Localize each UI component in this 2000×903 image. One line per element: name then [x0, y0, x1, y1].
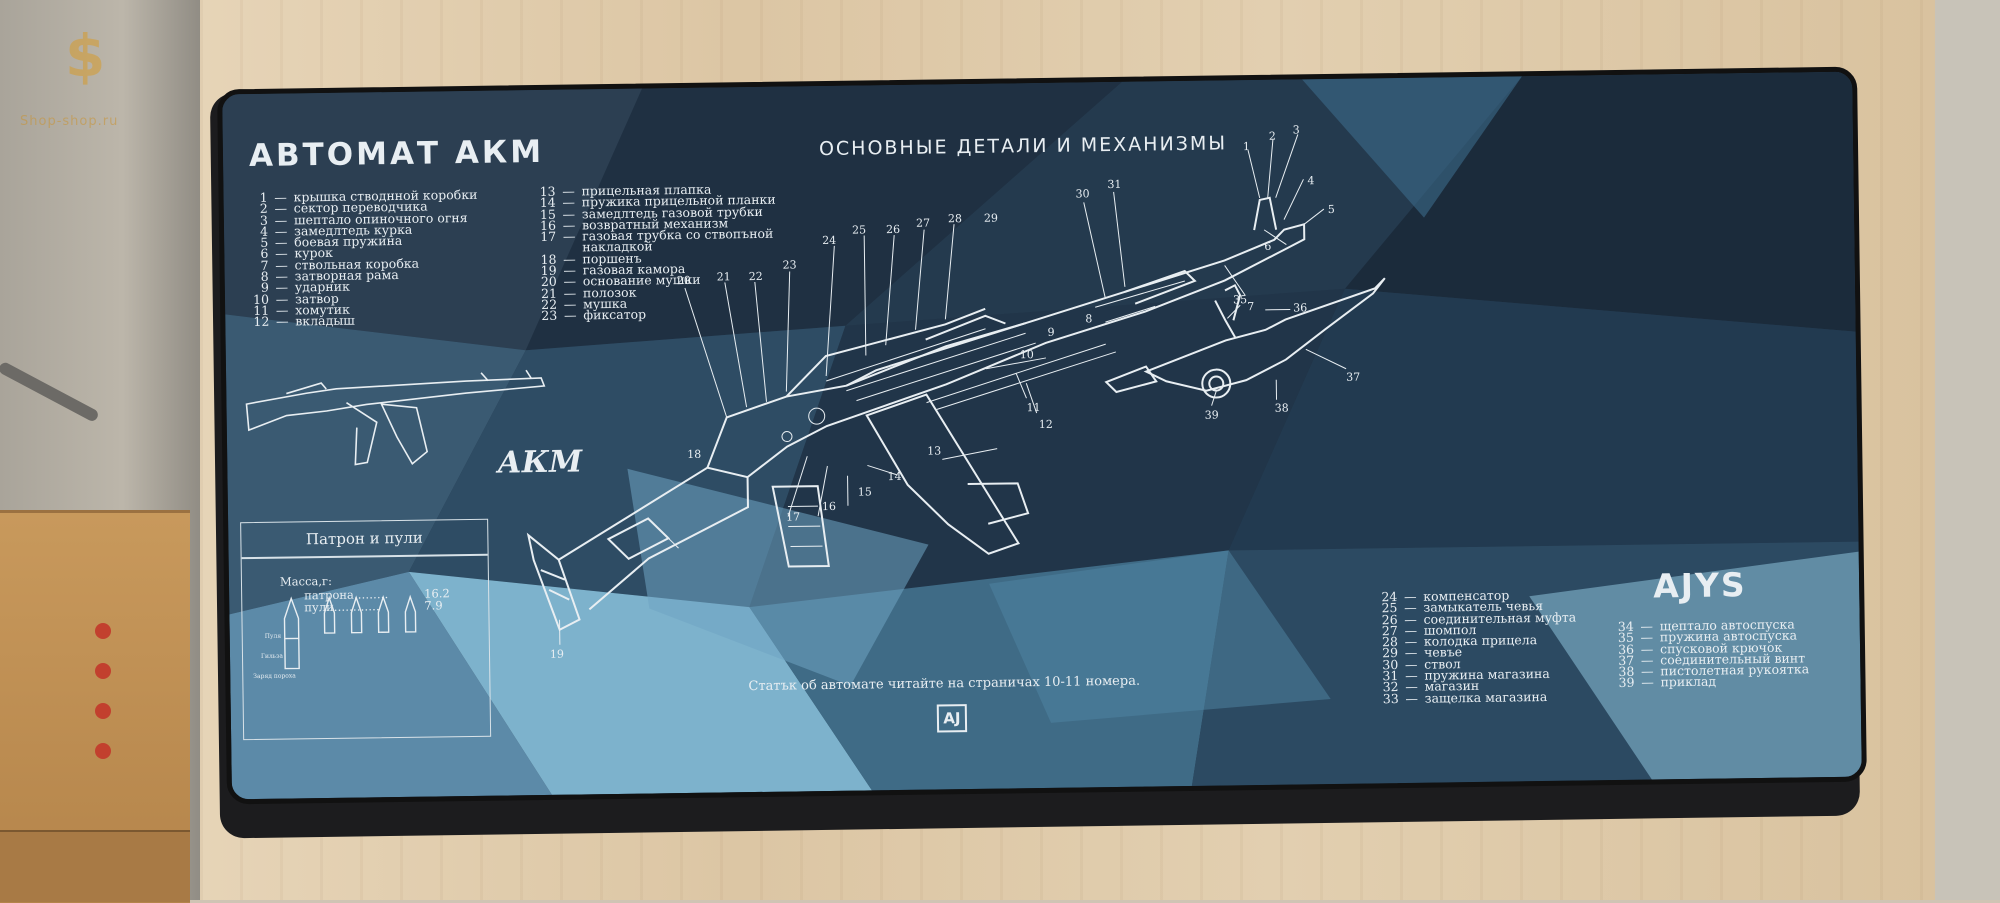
callout-number: 27: [915, 216, 931, 230]
callout-number: 3: [1292, 123, 1300, 137]
callout-number: 37: [1346, 370, 1361, 384]
legend-row: 17—газовая трубка со ствопъной: [540, 225, 774, 245]
mouse-pad: АВТОМАТ АКМ ОСНОВНЫЕ ДЕТАЛИ И МЕХАНИЗМЫ …: [217, 66, 1867, 805]
shopping-bag-icon: $: [65, 22, 106, 90]
callout-number: 28: [947, 212, 963, 226]
part-label: Заряд пороха: [253, 672, 296, 681]
callout-number: 19: [549, 647, 565, 661]
box-print-dot: [95, 663, 111, 679]
bullets-drawing: [283, 594, 417, 670]
geometric-background: [222, 71, 1862, 800]
callout-number: 23: [782, 258, 797, 272]
callout-number: 22: [748, 269, 763, 284]
legend-column-4: 34—щептало автоспуска 35—пружина автоспу…: [1618, 617, 1810, 691]
callout-number: 30: [1075, 187, 1090, 201]
cardboard-box-lower: [0, 830, 190, 902]
callout-number: 20: [676, 273, 691, 288]
callout-number: 17: [786, 510, 801, 524]
cartridge-panel: Патрон и пули Масса,г: патрона……… 16.2 п…: [240, 518, 492, 741]
callout-number: 13: [927, 444, 942, 458]
callout-number: 31: [1107, 177, 1122, 192]
callout-number: 5: [1327, 202, 1335, 216]
watermark: $ Shop-shop.ru: [20, 22, 170, 142]
callout-lines: [559, 134, 1347, 645]
callout-number: 26: [886, 222, 901, 237]
divider: [241, 553, 488, 559]
part-label: Пуля: [264, 632, 282, 640]
callout-number: 8: [1085, 312, 1093, 326]
callout-number: 12: [1038, 417, 1053, 432]
mass-row-label: пули…………: [304, 599, 380, 615]
callout-number: 11: [1026, 401, 1041, 415]
mass-label: Масса,г:: [279, 573, 332, 589]
callout-number: 39: [1204, 408, 1219, 422]
small-rifle-drawing: [245, 369, 546, 466]
callout-number: 25: [852, 223, 867, 237]
callout-number: 36: [1293, 301, 1308, 315]
main-rifle-drawing: [526, 196, 1306, 632]
callout-number: 1: [1242, 140, 1251, 154]
callout-number: 2: [1268, 129, 1276, 143]
callout-number: 38: [1274, 401, 1289, 415]
legend-column-1: 1—крышка стводнной коробки 2—сектор пере…: [252, 187, 480, 329]
mass-row-value: 7.9: [424, 598, 443, 613]
callout-number: 16: [821, 499, 837, 514]
trigger-group-drawing: [1104, 277, 1386, 399]
box-print-dot: [95, 743, 111, 759]
legend-column-2: 13—прицельная плапка 14—пружика прицельн…: [539, 182, 777, 324]
callout-number: 10: [1019, 348, 1034, 362]
rifle-label: АКМ: [497, 444, 583, 481]
callout-number: 29: [983, 211, 999, 225]
callout-number: 4: [1307, 174, 1315, 188]
callout-number: 35: [1233, 293, 1248, 307]
watermark-text: Shop-shop.ru: [20, 114, 119, 129]
mat-title: АВТОМАТ АКМ: [248, 133, 545, 175]
callout-number: 9: [1047, 325, 1055, 339]
callout-number: 7: [1247, 300, 1255, 314]
callout-number: 18: [687, 447, 702, 461]
box-print-dot: [95, 703, 111, 719]
aj-logo: AJ: [936, 704, 968, 733]
cartridge-panel-title: Патрон и пули: [305, 528, 423, 549]
callout-number: 6: [1264, 239, 1272, 253]
callout-number: 15: [857, 485, 872, 499]
legend-column-3: 24—компенсатор 25—замыкатель чевья 26—со…: [1381, 587, 1577, 705]
callout-number: 24: [822, 233, 837, 248]
callout-number: 14: [887, 469, 902, 484]
callout-number: 21: [716, 270, 731, 284]
wall-right: [1935, 0, 2000, 900]
part-label: Гильза: [260, 652, 283, 660]
box-print-dot: [95, 623, 111, 639]
brand-logo: AJYS: [1652, 565, 1747, 606]
